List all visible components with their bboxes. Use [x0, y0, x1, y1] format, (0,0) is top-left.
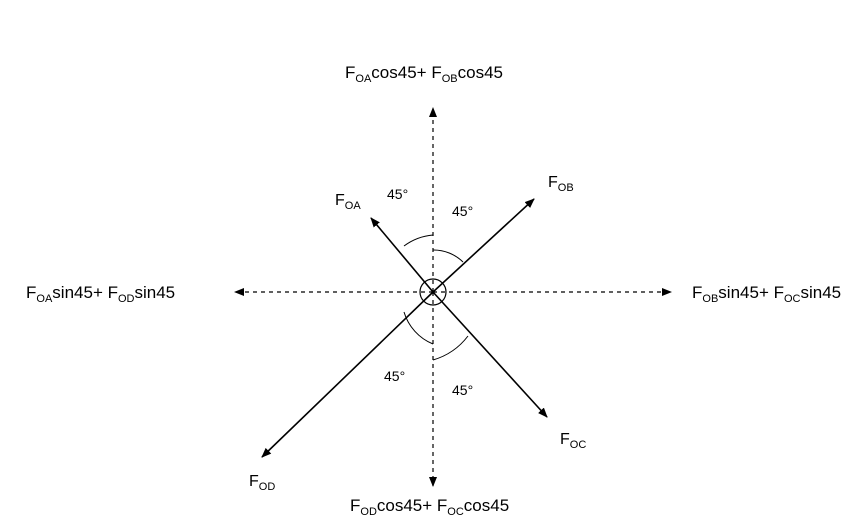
force-label-od: FOD: [249, 473, 275, 493]
force-label-ob: FOB: [548, 174, 574, 194]
angle-arc-lower-right: [432, 335, 469, 361]
force-vector-oc: [432, 291, 548, 418]
force-vector-ob: [432, 198, 535, 293]
component-label-up: FOAcos45+ FOBcos45: [345, 63, 503, 85]
angle-label-upper-right: 45°: [452, 203, 473, 219]
origin-circle: [419, 278, 447, 306]
force-vector-od: [261, 291, 434, 458]
angle-arc-upper-left: [403, 234, 434, 247]
component-label-down: FODcos45+ FOCcos45: [350, 496, 509, 518]
angle-arc-lower-left: [403, 311, 434, 345]
force-label-oa: FOA: [335, 192, 361, 212]
angle-arc-upper-right: [432, 249, 464, 263]
angle-label-lower-right: 45°: [452, 382, 473, 398]
component-label-left: FOAsin45+ FODsin45: [26, 283, 175, 305]
force-vector-oa: [370, 217, 434, 293]
angle-label-lower-left: 45°: [384, 368, 405, 384]
angle-label-upper-left: 45°: [387, 186, 408, 202]
force-label-oc: FOC: [560, 431, 586, 451]
component-label-right: FOBsin45+ FOCsin45: [692, 283, 841, 305]
